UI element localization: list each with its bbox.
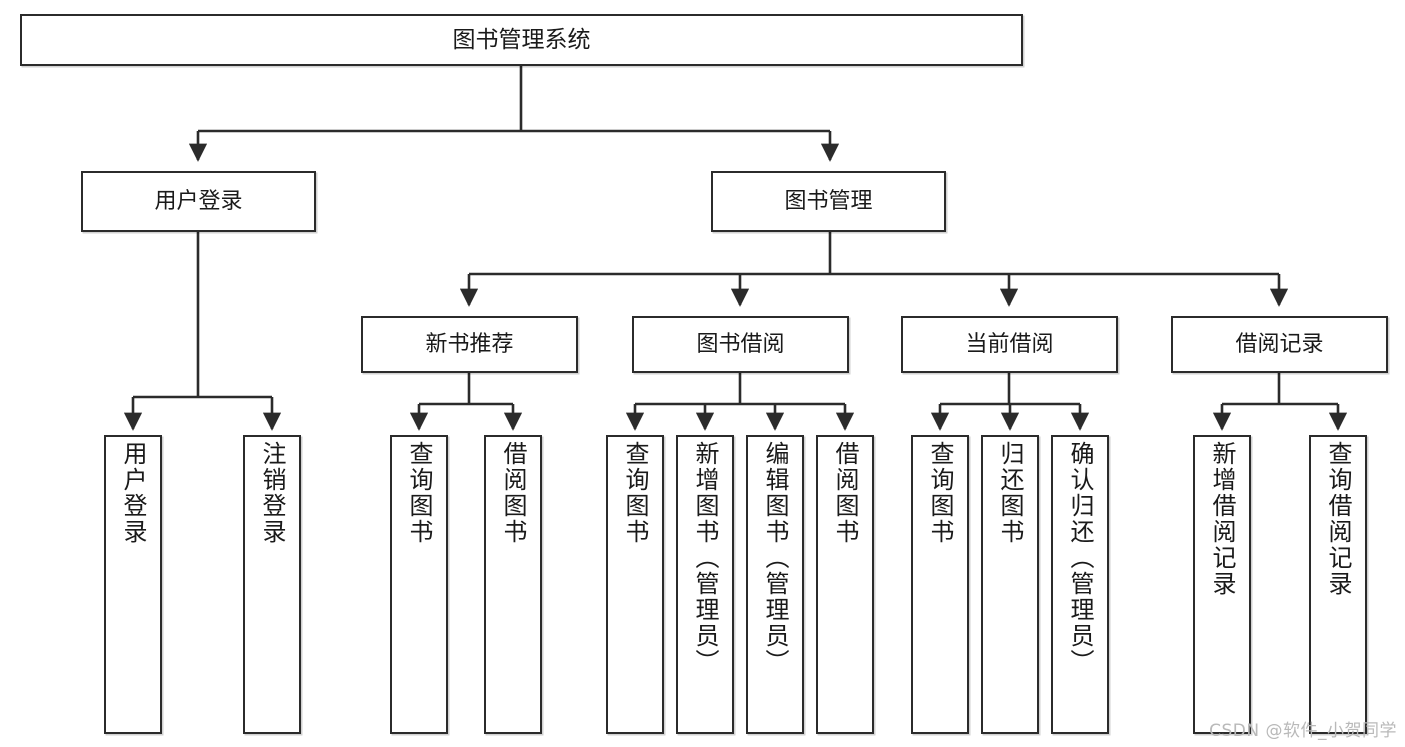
leaf-book-borrow-edit[interactable]: 编辑图书（管理员） bbox=[746, 435, 804, 734]
leaf-new-book-query[interactable]: 查询图书 bbox=[390, 435, 448, 734]
leaf-borrow-record-query[interactable]: 查询借阅记录 bbox=[1309, 435, 1367, 734]
node-current-borrow-label: 当前借阅 bbox=[965, 331, 1054, 357]
node-book-borrow-label: 图书借阅 bbox=[696, 331, 785, 357]
leaf-current-borrow-query[interactable]: 查询图书 bbox=[911, 435, 969, 734]
leaf-book-borrow-borrow[interactable]: 借阅图书 bbox=[816, 435, 874, 734]
leaf-user-login-login[interactable]: 用户登录 bbox=[104, 435, 162, 734]
leaf-label: 借阅图书 bbox=[831, 441, 859, 545]
node-borrow-record-label: 借阅记录 bbox=[1235, 331, 1324, 357]
leaf-label: 新增图书（管理员） bbox=[691, 441, 719, 675]
leaf-label: 归还图书 bbox=[996, 441, 1024, 545]
node-current-borrow[interactable]: 当前借阅 bbox=[901, 316, 1118, 373]
node-book-borrow[interactable]: 图书借阅 bbox=[632, 316, 849, 373]
leaf-label: 查询图书 bbox=[621, 441, 649, 545]
watermark: CSDN @软件_小贺同学 bbox=[1209, 721, 1397, 741]
node-user-login-label: 用户登录 bbox=[154, 188, 243, 214]
leaf-current-borrow-confirm[interactable]: 确认归还（管理员） bbox=[1051, 435, 1109, 734]
node-book-management-label: 图书管理 bbox=[784, 188, 873, 214]
leaf-label: 确认归还（管理员） bbox=[1066, 441, 1094, 675]
leaf-current-borrow-return[interactable]: 归还图书 bbox=[981, 435, 1039, 734]
leaf-borrow-record-add[interactable]: 新增借阅记录 bbox=[1193, 435, 1251, 734]
node-root-label: 图书管理系统 bbox=[452, 26, 591, 53]
leaf-new-book-borrow[interactable]: 借阅图书 bbox=[484, 435, 542, 734]
leaf-label: 编辑图书（管理员） bbox=[761, 441, 789, 675]
leaf-user-login-logout[interactable]: 注销登录 bbox=[243, 435, 301, 734]
node-book-management[interactable]: 图书管理 bbox=[711, 171, 946, 232]
leaf-label: 新增借阅记录 bbox=[1208, 441, 1236, 597]
node-user-login[interactable]: 用户登录 bbox=[81, 171, 316, 232]
leaf-label: 查询图书 bbox=[405, 441, 433, 545]
leaf-label: 借阅图书 bbox=[499, 441, 527, 545]
node-root[interactable]: 图书管理系统 bbox=[20, 14, 1023, 66]
node-borrow-record[interactable]: 借阅记录 bbox=[1171, 316, 1388, 373]
leaf-label: 用户登录 bbox=[119, 441, 147, 545]
leaf-label: 注销登录 bbox=[258, 441, 286, 545]
leaf-label: 查询图书 bbox=[926, 441, 954, 545]
leaf-book-borrow-query[interactable]: 查询图书 bbox=[606, 435, 664, 734]
leaf-book-borrow-add[interactable]: 新增图书（管理员） bbox=[676, 435, 734, 734]
node-new-book-recommend[interactable]: 新书推荐 bbox=[361, 316, 578, 373]
node-new-book-recommend-label: 新书推荐 bbox=[425, 331, 514, 357]
leaf-label: 查询借阅记录 bbox=[1324, 441, 1352, 597]
